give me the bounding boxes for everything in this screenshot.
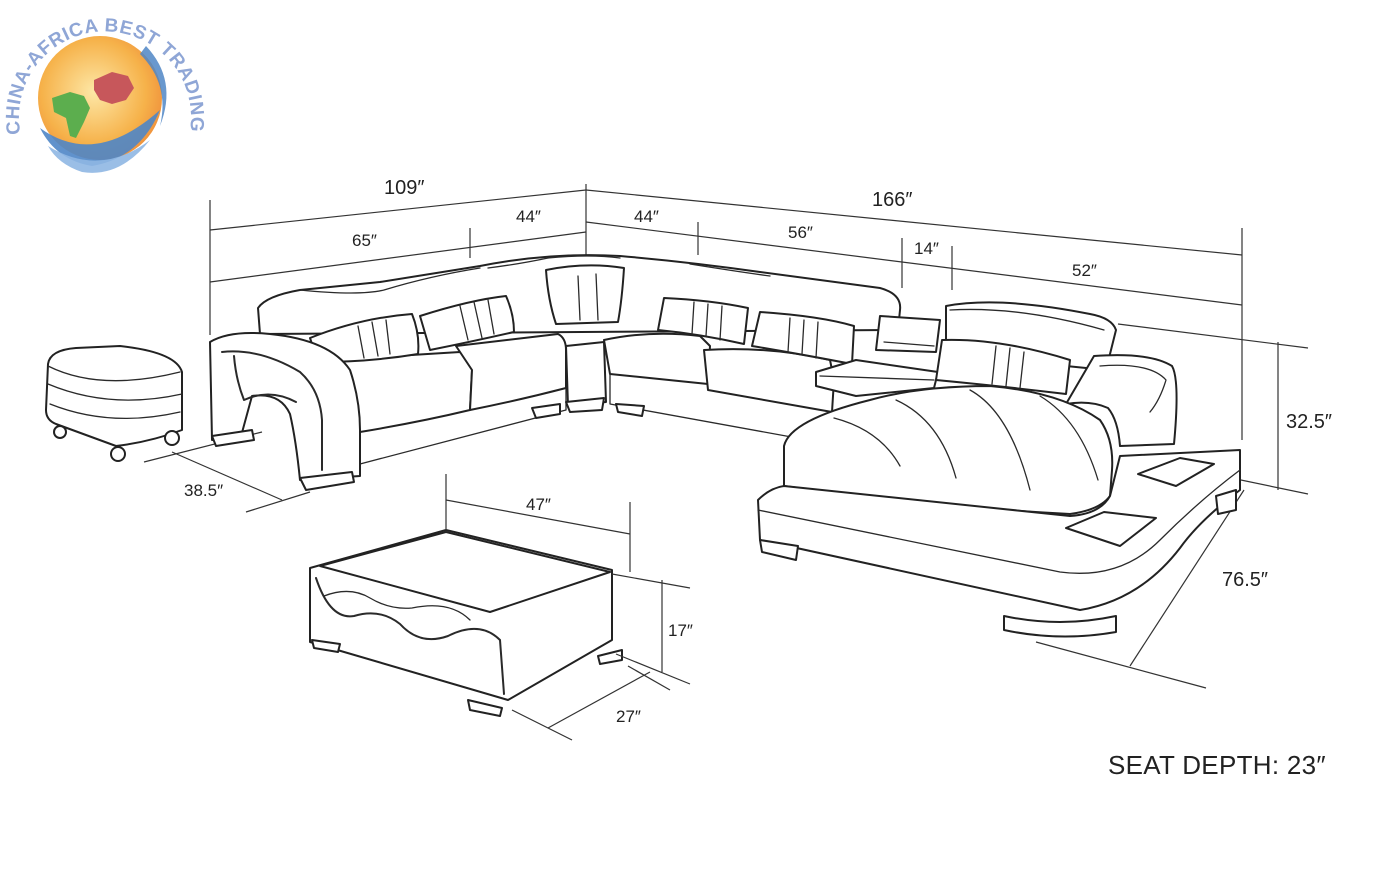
wave-icon <box>40 110 160 166</box>
africa-icon <box>52 92 90 138</box>
dim-table-depth: 27″ <box>616 707 641 726</box>
dim-height: 32.5″ <box>1286 411 1332 433</box>
china-icon <box>94 72 134 104</box>
coffee-table: 47″ 17″ 27″ <box>309 474 693 741</box>
dim-56: 56″ <box>788 223 813 242</box>
dim-table-width: 47″ <box>526 495 551 514</box>
dim-166: 166″ <box>872 189 912 211</box>
dim-109: 109″ <box>384 177 424 199</box>
dimension-labels: 109″ 166″ 65″ 44″ 44″ 56″ 14″ 52″ 32.5″ … <box>184 177 1332 591</box>
seat-depth-label: SEAT DEPTH: 23″ <box>1108 750 1326 780</box>
dim-ottoman-depth: 38.5″ <box>184 481 223 500</box>
sectional-sofa <box>209 254 1241 638</box>
dim-table-height: 17″ <box>668 621 693 640</box>
dim-65: 65″ <box>352 231 377 250</box>
dim-14: 14″ <box>914 239 939 258</box>
dim-44-a: 44″ <box>516 207 541 226</box>
dim-52: 52″ <box>1072 261 1097 280</box>
logo: CHINA-AFRICA BEST TRADING PLATFORM <box>0 0 207 173</box>
ottoman <box>45 345 183 462</box>
top-dimension-lines <box>143 184 1309 689</box>
dim-depth: 76.5″ <box>1222 569 1268 591</box>
dim-44-b: 44″ <box>634 207 659 226</box>
